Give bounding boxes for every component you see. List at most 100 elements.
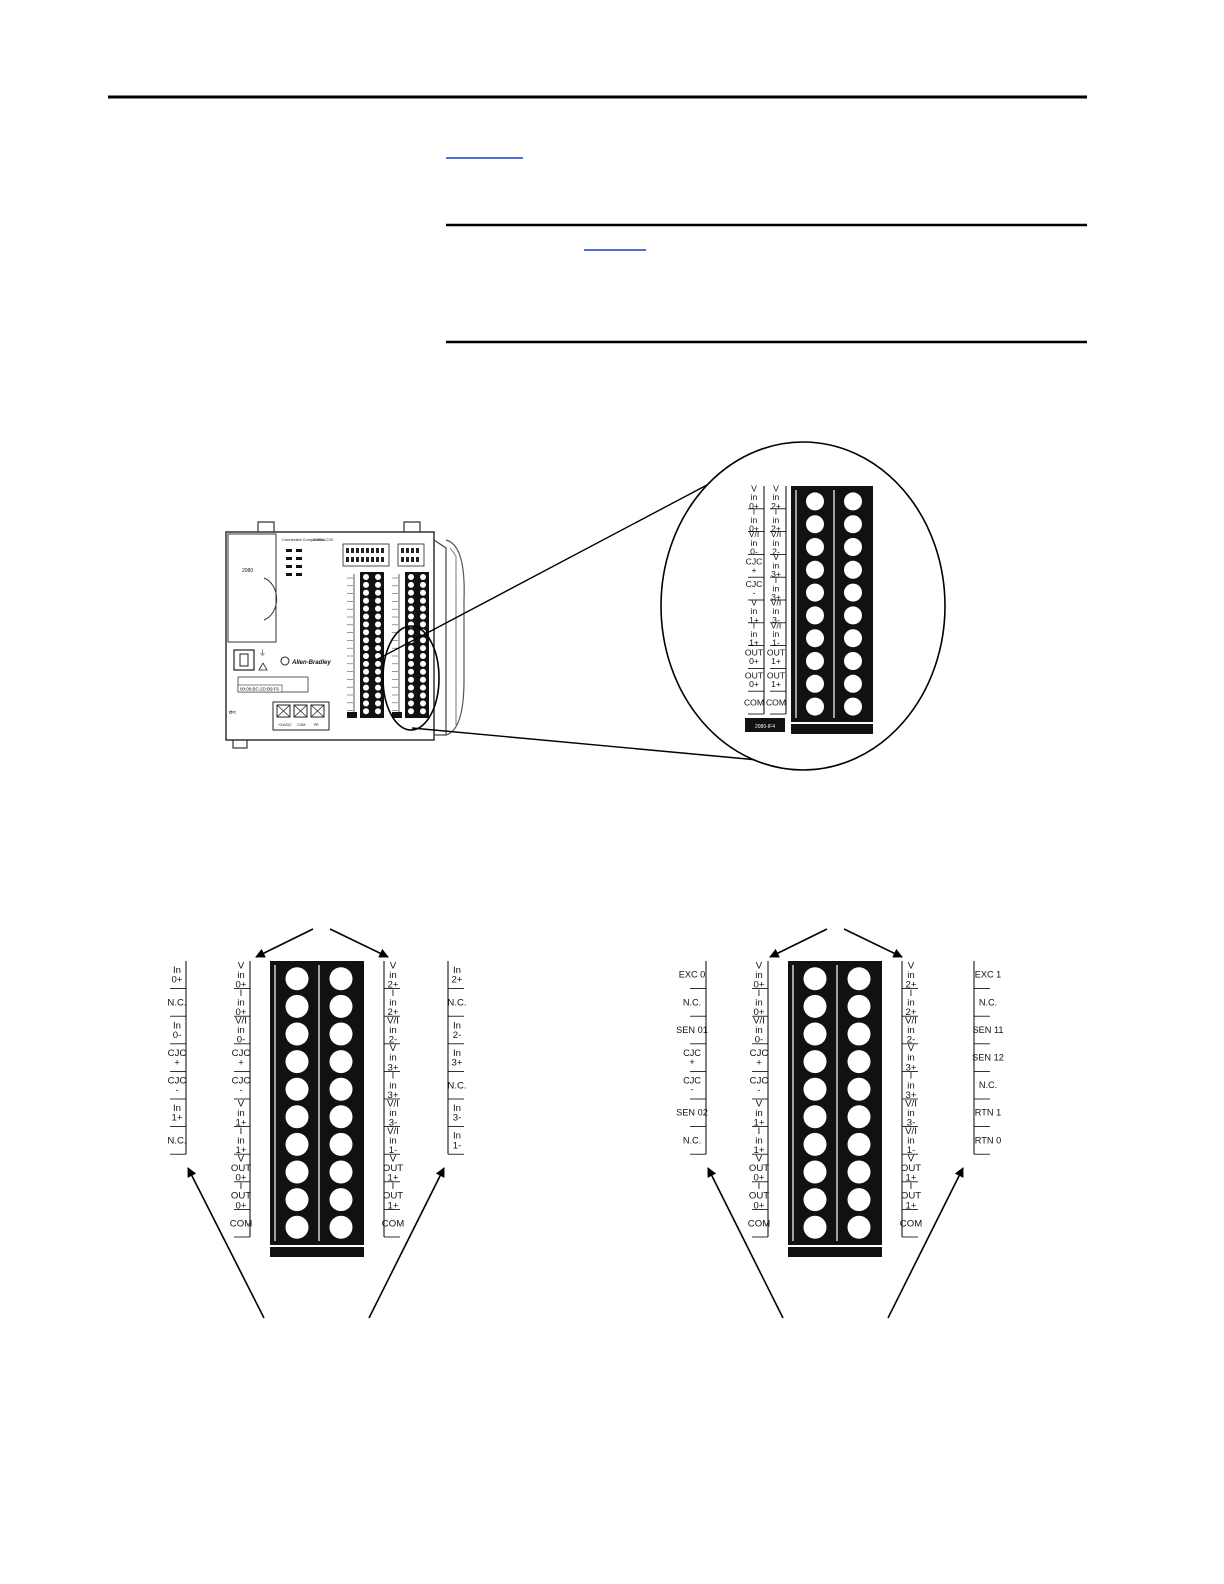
diag-right-terminal-screw-terminal (847, 1132, 871, 1156)
zoom-terminal-screw-terminal (806, 583, 824, 602)
status-dot (351, 548, 354, 553)
zoom-source-ring (382, 625, 440, 731)
diag-right-terminal-screw-terminal (847, 1160, 871, 1184)
device-terminal-screw (363, 676, 369, 683)
zoom-bottom-tag-text: 2080-IF4 (755, 724, 775, 730)
diag-left-terminal-screw-terminal (329, 967, 353, 991)
usb-port-inner (239, 653, 249, 667)
device-terminal-screw (363, 637, 369, 644)
zoom-left-label-label: I (753, 506, 755, 516)
zoom-left-label-label: + (751, 565, 756, 575)
zoom-left-label-label: COM (744, 697, 764, 707)
device-terminal-screw (420, 692, 426, 699)
device-terminal-screw (363, 684, 369, 691)
diag-right-inner-left-label: in (755, 970, 762, 981)
device-terminal-tag (392, 712, 402, 718)
diag-left-outer-left-label: 0- (173, 1030, 182, 1041)
diag-right-inner-left-label: in (755, 1025, 762, 1036)
diag-left-inner-left-label: in (237, 970, 244, 981)
diag-right-inner-left-label: - (757, 1085, 760, 1096)
diag-right-inner-left-label: V (756, 1153, 763, 1164)
device-terminal-screw (375, 692, 381, 699)
zoom-terminal-screw-terminal (844, 606, 862, 625)
plug-in-latch (263, 577, 278, 621)
device-terminal-screw (408, 668, 414, 675)
status-dot (411, 557, 414, 562)
diag-right-inner-left-label: in (755, 1108, 762, 1119)
status-dot (376, 557, 379, 562)
diag-left-terminal-screw-terminal (285, 967, 309, 991)
micro820-controller-illustration: 2080 Connected Components 2080-LC20 ⏚ Al… (225, 521, 465, 749)
zoom-right-label-label: V (773, 484, 779, 494)
zoom-left-label-label: I (753, 620, 755, 630)
io-status-strip-left (342, 543, 390, 567)
device-terminal-screw (420, 581, 426, 588)
din-clip (445, 539, 465, 736)
diag-right-terminal-screw-terminal (803, 994, 827, 1018)
diag-right-inner-right-label: in (907, 1135, 914, 1146)
power-label-com: COM (297, 723, 305, 727)
device-terminal-screw (375, 708, 381, 715)
diag-right-inner-left-label: I (758, 1181, 761, 1192)
diag-right-terminal-screw-terminal (847, 1105, 871, 1129)
device-terminal-screw (375, 629, 381, 636)
mac-label-inner (237, 684, 283, 693)
zoom-left-label-label: 0+ (749, 679, 759, 689)
diag-left-terminal-screw-terminal (329, 1105, 353, 1129)
status-led-panel (286, 549, 302, 576)
zoom-terminal-screw-terminal (844, 629, 862, 648)
diag-left-outer-left-label: + (174, 1057, 180, 1068)
zoom-terminal-screw-terminal (806, 652, 824, 670)
diag-left-outer-right-label: N.C. (447, 997, 466, 1008)
zoom-right-label-label: 2+ (771, 524, 781, 534)
diag-right-outer-left-label: EXC 0 (679, 970, 706, 980)
device-terminal-screw (408, 700, 414, 707)
diag-right-terminal-screw-terminal (803, 1050, 827, 1074)
diag-right-inner-right-label: in (907, 1053, 914, 1064)
device-terminal-screw (420, 684, 426, 691)
zoom-terminal-screw-terminal (806, 606, 824, 625)
diag-right-outer-right-label: RTN 1 (975, 1108, 1001, 1118)
diag-right-inner-right-label: 3+ (906, 1062, 917, 1073)
diag-left-outer-right-label: In (453, 1103, 461, 1114)
diag-right-terminal-screw-terminal (847, 1022, 871, 1046)
power-label-24vdc: +24VDC (278, 723, 292, 727)
arrow-left-top-2 (329, 928, 389, 958)
device-terminal-screw (363, 700, 369, 707)
diag-right-inner-left-label: V (756, 1098, 763, 1109)
device-terminal-screw (375, 637, 381, 644)
zoom-left-label-label: 1+ (749, 615, 759, 625)
diag-left-inner-left-label: V/I (235, 1015, 247, 1026)
status-dot (401, 557, 404, 562)
diag-right-inner-left-label: OUT (749, 1163, 769, 1174)
status-dot (406, 557, 409, 562)
zoom-right-label-label: in (773, 561, 780, 571)
diag-left-inner-left-label: 0+ (236, 1200, 247, 1211)
zoom-bottom-tag (745, 718, 785, 732)
diag-left-inner-right-label: V/I (387, 1126, 399, 1137)
device-terminal-screw (375, 645, 381, 652)
diag-left-inner-left-label: COM (230, 1218, 252, 1229)
zoom-terminal-screw-terminal (806, 629, 824, 648)
mac-address: 00:00:BC:2D:B9:F6 (240, 687, 280, 692)
diag-left-inner-left-label: in (237, 1025, 244, 1036)
diag-right-inner-left-label: I (758, 988, 761, 999)
diag-right-terminal-screw-terminal (847, 1188, 871, 1212)
status-dot (401, 548, 404, 553)
diag-left-inner-right-label: in (389, 1053, 396, 1064)
device-terminal-screw (363, 708, 369, 715)
diag-right-outer-right-label: RTN 0 (975, 1135, 1001, 1145)
zoom-terminal-screw-terminal (844, 560, 862, 579)
ethernet-ip-logo-icon: ⟳≈ (229, 710, 236, 716)
diag-right-terminal-screw-terminal (803, 1215, 827, 1239)
diag-left-outer-right-label: In (453, 965, 461, 976)
device-terminal-screw (375, 676, 381, 683)
device-terminal-screw (408, 589, 414, 596)
diag-left-outer-left-label: N.C. (167, 1135, 186, 1146)
arrow-left-bottom-2 (368, 1167, 445, 1319)
mount-tab-top-left (257, 521, 275, 532)
diag-right-inner-left-label: CJC (750, 1048, 769, 1059)
diag-left-terminal-screw-terminal (329, 1160, 353, 1184)
diag-left-outer-left-label: CJC (168, 1075, 187, 1086)
diag-left-terminal-screw-terminal (329, 994, 353, 1018)
